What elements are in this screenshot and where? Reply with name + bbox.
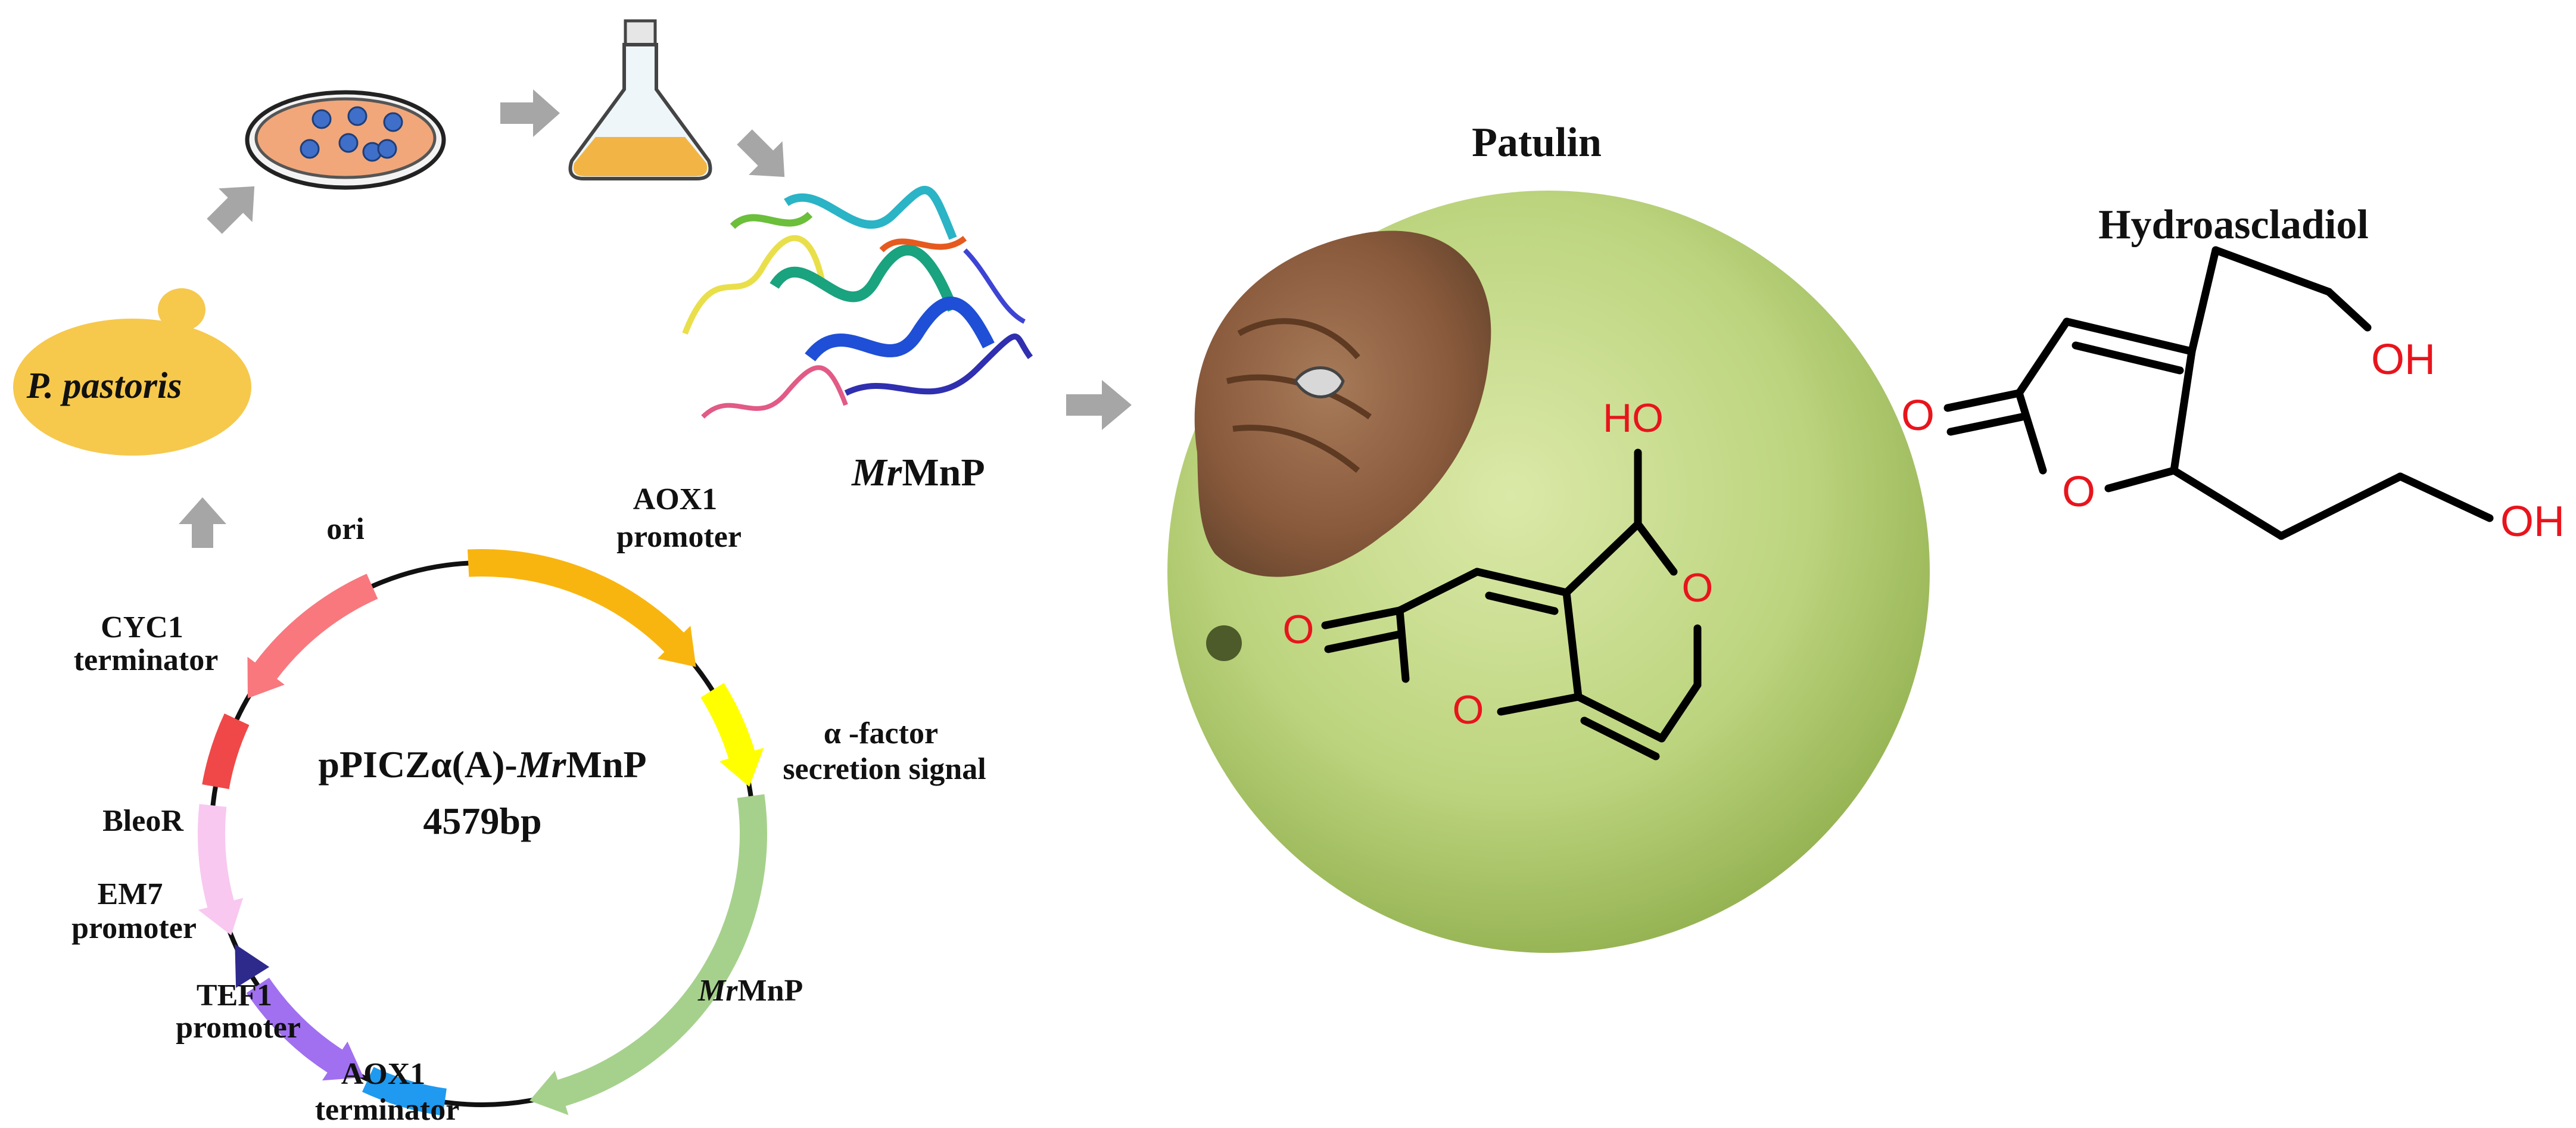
atom-ring-oxygen: O [1682, 565, 1714, 610]
bond [1396, 568, 1481, 615]
hydroascladiol-structure: OH OH O O [1901, 246, 2565, 546]
process-arrow [737, 129, 785, 177]
protein-coil [682, 235, 825, 335]
bond [1634, 520, 1678, 576]
process-arrow [1066, 380, 1132, 430]
bond [2170, 466, 2285, 540]
protein-coil [784, 186, 957, 240]
feature-label-aox1-terminator: AOX1 terminator [315, 1057, 460, 1127]
bond [2211, 246, 2333, 296]
atom-carbonyl-oxygen: O [1283, 607, 1315, 652]
patulin-title: Patulin [1472, 120, 1602, 166]
feature-label-em7-promoter: EM7 promoter [71, 877, 197, 945]
colony [383, 112, 403, 132]
protein-coil [805, 297, 995, 362]
enzyme-structure [682, 186, 1033, 419]
feature-label-ori: ori [326, 512, 365, 546]
bond [1321, 606, 1404, 630]
apple-stem-hole [1294, 366, 1345, 398]
atom-oh-top: OH [2371, 336, 2435, 384]
bond [1396, 606, 1410, 683]
atom-carbonyl-oxygen: O [1901, 392, 1935, 440]
atom-lactone-oxygen: O [2062, 468, 2095, 516]
plasmid-feature-arcs [198, 549, 767, 1116]
petri-dish [245, 90, 446, 190]
bond [2170, 347, 2196, 475]
bond [1324, 630, 1404, 653]
patulin-structure: HO O O O [1283, 395, 1714, 761]
colony [377, 139, 397, 159]
bond [2015, 389, 2047, 475]
bond [1562, 588, 1583, 701]
feature-label-alpha-factor: α -factor secretion signal [783, 716, 986, 786]
bond [2063, 317, 2196, 356]
plasmid-feature-bleor [198, 804, 244, 936]
yeast-body-shape [13, 319, 251, 456]
apple-calyx [1206, 625, 1242, 661]
plasmid-feature-cyc1-terminator [202, 713, 250, 789]
feature-label-mrmnp: MrMnP [697, 974, 803, 1008]
protein-coil [701, 365, 848, 419]
bond [1574, 693, 1666, 743]
process-arrow [500, 89, 560, 137]
culture-flask [568, 19, 712, 180]
protein-coil [963, 248, 1026, 324]
patulin-panel: Patulin HO O [1167, 120, 1930, 953]
bond [1562, 520, 1642, 597]
bond [2072, 341, 2184, 375]
bond [1946, 413, 2026, 436]
flask-cap [624, 19, 657, 46]
bond [2325, 288, 2372, 332]
colony [300, 139, 320, 159]
bond [1485, 591, 1559, 615]
plasmid-feature-tef1-promoter [246, 977, 364, 1081]
plasmid-feature-aox1-terminator [362, 1067, 447, 1116]
plasmid-map: pPICZα(A)-MrMnP 4579bp AOX1 promoter α -… [71, 482, 986, 1127]
plasmid-feature-aox1-promoter [467, 549, 696, 667]
plasmid-feature-mrmnp [529, 794, 767, 1115]
feature-label-aox1-promoter: AOX1 promoter [616, 482, 742, 554]
atom-oh: HO [1603, 395, 1664, 441]
bond [1473, 568, 1571, 597]
flask-medium [573, 137, 708, 176]
colony [347, 106, 367, 126]
protein-coil [844, 334, 1033, 396]
yeast-cell: P. pastoris [13, 288, 251, 456]
enzyme-label: MrMnP [851, 451, 985, 494]
protein-coil [879, 235, 967, 253]
bond [2104, 466, 2178, 493]
bond [2015, 317, 2071, 397]
bond [2277, 472, 2404, 540]
colony [312, 109, 332, 129]
atom-lactone-oxygen: O [1453, 687, 1484, 733]
plasmid-feature-em7-promoter [235, 944, 270, 988]
plasmid-feature-alpha-factor [700, 683, 764, 787]
plasmid-size: 4579bp [423, 800, 541, 842]
yeast-label: P. pastoris [26, 366, 182, 406]
plasmid-feature-ori [247, 574, 378, 699]
bond [1943, 389, 2023, 412]
plasmid-name: pPICZα(A)-MrMnP [318, 743, 646, 786]
apple-image [1167, 191, 1930, 953]
process-arrow [207, 186, 255, 234]
protein-coil [770, 245, 958, 312]
bond [1658, 681, 1702, 743]
hydroascladiol-title: Hydroascladiol [2098, 202, 2369, 248]
yeast-bud-shape [158, 288, 205, 331]
hydroascladiol-panel: Hydroascladiol OH OH O O [1901, 202, 2565, 546]
feature-label-cyc1-terminator: CYC1 terminator [74, 610, 219, 677]
bond [1580, 716, 1660, 761]
feature-label-bleor: BleoR [102, 804, 184, 838]
bond [2396, 472, 2494, 522]
apple-rot-patch [1194, 230, 1491, 577]
bond [1497, 693, 1583, 716]
feature-label-tef1-promoter: TEF1 promoter [176, 979, 301, 1045]
colony [338, 133, 359, 153]
bond [2188, 246, 2220, 356]
production-pipeline: P. pastoris [13, 19, 1858, 548]
protein-coil [730, 211, 813, 229]
process-arrow [179, 497, 226, 548]
atom-oh-bottom: OH [2500, 498, 2565, 546]
